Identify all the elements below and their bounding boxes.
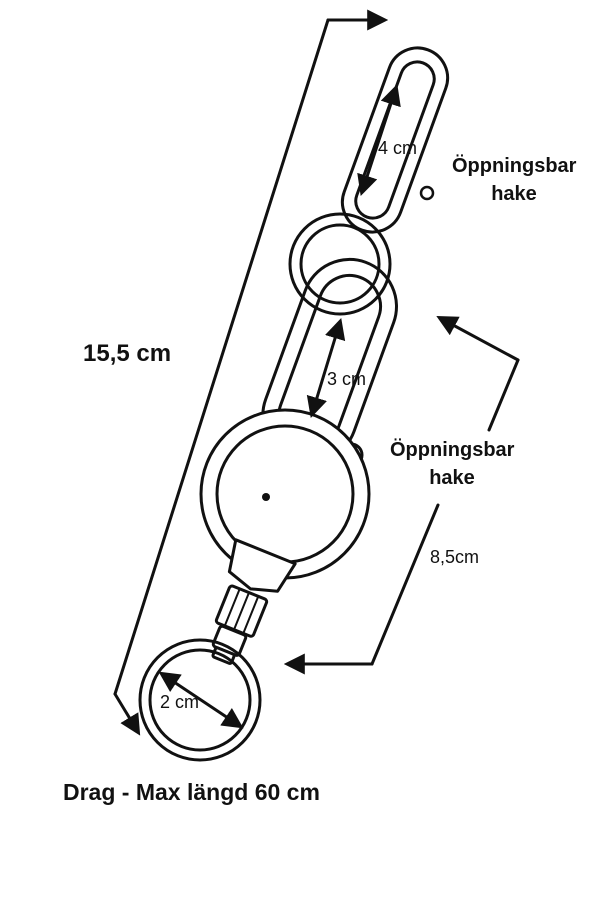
lower-length-arrow (370, 503, 440, 666)
total-length-arrow (113, 18, 330, 696)
middle-clip-opening-label: 3 cm (327, 369, 367, 389)
ring-diameter-arrow (158, 671, 244, 729)
reel-connector (211, 538, 297, 665)
top-carabiner-gate-pin (419, 185, 435, 201)
top-clip-opening-label: 4 cm (378, 138, 418, 158)
lower-length-label: 8,5cm (430, 547, 480, 567)
total-length-label: 15,5 cm (83, 340, 172, 367)
hook-callout-arrow (436, 316, 520, 362)
split-ring-upper (288, 212, 392, 316)
retractable-reel (199, 408, 371, 580)
hook-label-middle-line2: hake (429, 467, 475, 489)
hook-label-middle: Öppningsbar hake (390, 436, 514, 492)
hook-label-top-line2: hake (491, 183, 537, 205)
hook-label-top-line1: Öppningsbar (452, 155, 577, 177)
footer-caption: Drag - Max längd 60 cm (63, 779, 320, 805)
middle-opening-arrow (306, 317, 346, 419)
split-ring-bottom (138, 638, 262, 762)
ring-diameter-label: 2 cm (160, 692, 200, 712)
hook-label-middle-line1: Öppningsbar (390, 439, 515, 461)
hook-label-top: Öppningsbar hake (452, 152, 576, 208)
top-opening-arrow (357, 84, 401, 196)
